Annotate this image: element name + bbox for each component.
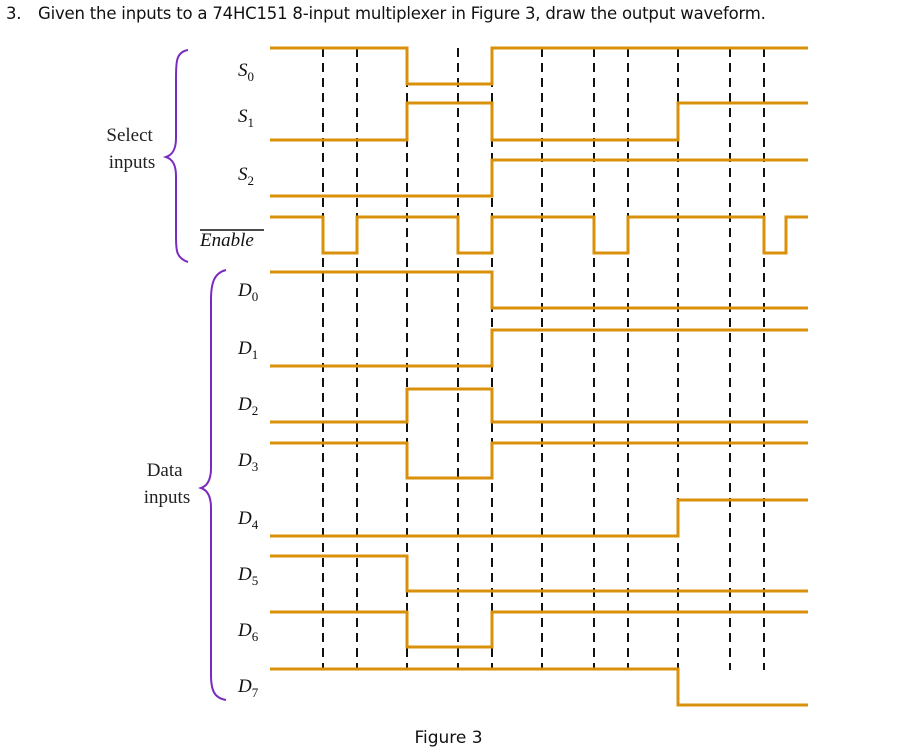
waveform-d1 (270, 328, 808, 368)
waveform-enable (270, 215, 808, 255)
waveform-d0 (270, 270, 808, 310)
select-inputs-brace (162, 49, 189, 263)
signal-label-d0: D0 (237, 280, 258, 304)
figure-caption: Figure 3 (414, 728, 483, 748)
waveform-d4 (270, 498, 808, 538)
signal-label-enable: Enable (199, 230, 254, 251)
signal-label-s1: S1 (238, 106, 254, 130)
select-inputs-label: Select inputs (106, 125, 157, 173)
signal-label-d5: D5 (237, 564, 258, 588)
select-label-line2: inputs (109, 152, 155, 173)
waveform-d5 (270, 554, 808, 593)
data-inputs-label: Data inputs (144, 460, 190, 508)
question-text: 3. Given the inputs to a 74HC151 8-input … (6, 4, 896, 23)
data-inputs-brace (197, 269, 227, 701)
signal-label-s0: S0 (238, 60, 254, 84)
select-label-line1: Select (106, 125, 153, 146)
waveform-s0 (270, 46, 808, 86)
waveform-s1 (270, 101, 808, 142)
signal-label-d2: D2 (237, 394, 258, 418)
signal-label-d1: D1 (237, 338, 258, 362)
signal-label-d6: D6 (237, 620, 259, 644)
question-body: Given the inputs to a 74HC151 8-input mu… (38, 4, 766, 23)
waveform-s2 (270, 158, 808, 198)
signal-label-s2: S2 (238, 164, 254, 188)
waveform-d2 (270, 387, 808, 424)
signal-label-d3: D3 (237, 450, 258, 474)
question-number: 3. (6, 4, 22, 23)
waveform-d3 (270, 441, 808, 480)
signal-label-d4: D4 (237, 508, 259, 532)
waveforms (270, 46, 808, 707)
signal-label-d7: D7 (237, 676, 259, 700)
waveform-d6 (270, 610, 808, 649)
data-label-line2: inputs (144, 487, 190, 508)
data-label-line1: Data (147, 460, 183, 481)
waveform-d7 (270, 667, 808, 707)
